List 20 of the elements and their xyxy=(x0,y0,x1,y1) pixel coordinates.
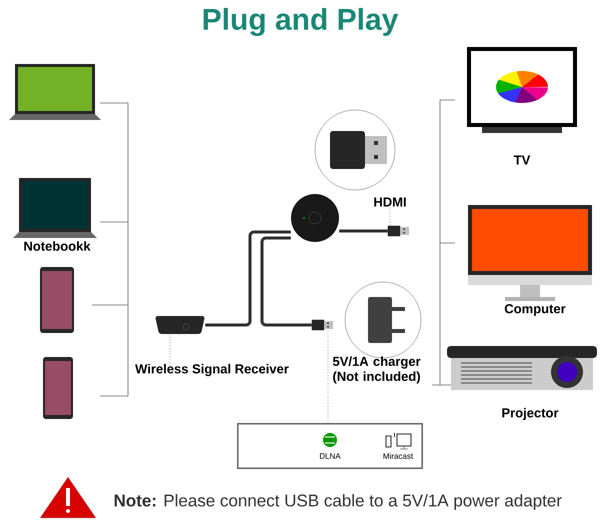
smartphone-drawing xyxy=(43,357,73,419)
device-label: TV xyxy=(514,156,530,164)
usb-plug xyxy=(312,320,333,330)
device-label: Notebookk xyxy=(24,241,91,251)
device-label: Computer xyxy=(504,304,566,316)
smartphone-drawing xyxy=(40,267,74,333)
device-label: HDMI xyxy=(374,198,406,206)
laptop-drawing xyxy=(9,64,101,120)
device-label: 5V/1A charger (Not included) xyxy=(332,356,420,384)
cable xyxy=(339,230,388,232)
protocol-box: DLNA Miracast xyxy=(237,423,423,469)
cable xyxy=(205,230,291,326)
title: Plug and Play xyxy=(204,8,398,36)
dongle-drawing xyxy=(291,194,339,242)
device-label: Wireless Signal Receiver xyxy=(135,364,289,376)
cable xyxy=(260,236,312,326)
note-text: Note: Please connect USB cable to a 5V/1A power adapter xyxy=(114,494,562,510)
receiver-drawing xyxy=(156,316,204,334)
device-label: Projector xyxy=(502,408,558,420)
hdmi-plug xyxy=(388,226,409,236)
